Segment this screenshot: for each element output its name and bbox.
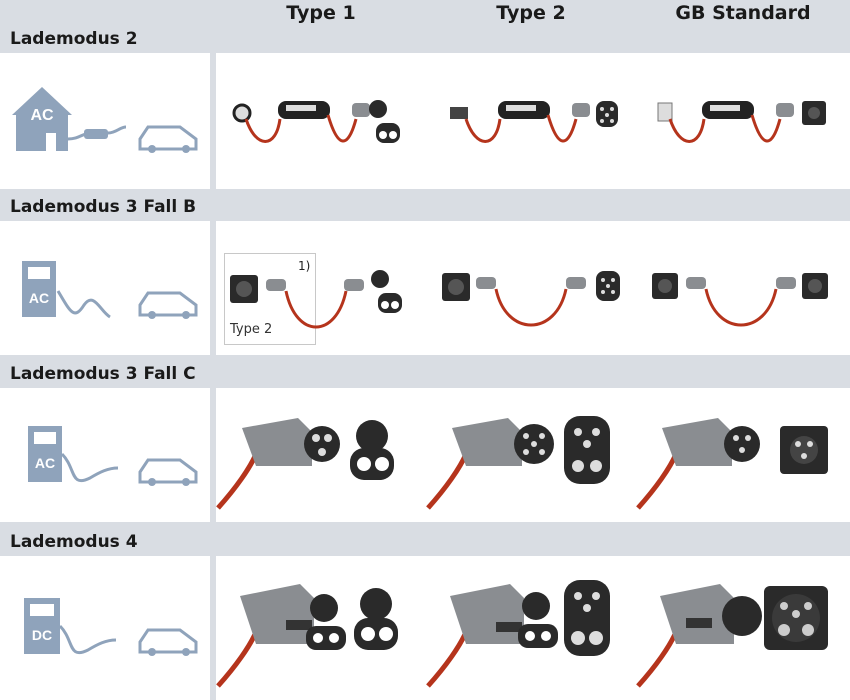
gb-mode3b-cable-icon bbox=[652, 273, 828, 327]
row-label-lademodus-3-fall-c: Lademodus 3 Fall C bbox=[10, 364, 196, 384]
row3-type2-cell bbox=[426, 388, 636, 522]
row1-type1-cell bbox=[216, 53, 426, 189]
row-label-lademodus-3-fall-b: Lademodus 3 Fall B bbox=[10, 197, 197, 217]
row4-type1-cell bbox=[216, 556, 426, 700]
source-label: AC bbox=[29, 290, 49, 306]
type2-mode2-cable-icon bbox=[450, 101, 618, 143]
row4-source-cell: DC bbox=[0, 556, 210, 700]
type2-box-label: Type 2 bbox=[230, 322, 273, 337]
type2-combo-plug-and-inlet-icon bbox=[426, 580, 610, 688]
type2-mode3b-cable-icon bbox=[442, 271, 620, 327]
footnote-marker: 1) bbox=[298, 259, 311, 273]
row4-type2-cell bbox=[426, 556, 636, 700]
type1-plug-and-inlet-icon bbox=[216, 418, 394, 510]
row2-type2-cell bbox=[426, 221, 636, 355]
row2-gb-cell bbox=[636, 221, 850, 355]
row-label-lademodus-4: Lademodus 4 bbox=[10, 532, 138, 552]
source-label: DC bbox=[32, 627, 52, 643]
type1-combo-plug-and-inlet-icon bbox=[216, 584, 398, 688]
row-label-lademodus-2: Lademodus 2 bbox=[10, 29, 138, 49]
house-ac-to-car-icon: AC bbox=[12, 87, 198, 153]
gb-dc-plug-and-inlet-icon bbox=[636, 584, 828, 688]
type1-mode3b-cable-icon bbox=[230, 270, 402, 329]
type1-mode2-cable-icon bbox=[232, 100, 400, 143]
type2-inlet-box bbox=[224, 253, 316, 345]
row2-source-cell: AC bbox=[0, 221, 210, 355]
row1-gb-cell bbox=[636, 53, 850, 189]
row4-gb-cell bbox=[636, 556, 850, 700]
column-header-type2: Type 2 bbox=[496, 2, 566, 24]
column-header-type1: Type 1 bbox=[286, 2, 356, 24]
type2-plug-and-inlet-icon bbox=[426, 416, 610, 510]
row3-type1-cell bbox=[216, 388, 426, 522]
column-header-gb-standard: GB Standard bbox=[675, 2, 811, 24]
row3-source-cell: AC bbox=[0, 388, 210, 522]
gb-mode2-cable-icon bbox=[657, 101, 826, 143]
source-label: AC bbox=[30, 107, 54, 124]
source-label: AC bbox=[35, 455, 55, 471]
row1-source-cell: AC bbox=[0, 53, 210, 189]
row2-type1-cell: 1) Type 2 bbox=[216, 221, 426, 355]
row3-gb-cell bbox=[636, 388, 850, 522]
row1-type2-cell bbox=[426, 53, 636, 189]
gb-plug-and-inlet-icon bbox=[636, 418, 828, 510]
station-ac-to-car-icon: AC bbox=[22, 261, 198, 319]
station-dc-attached-cable-icon: DC bbox=[24, 598, 198, 656]
station-ac-attached-cable-icon: AC bbox=[28, 426, 198, 486]
